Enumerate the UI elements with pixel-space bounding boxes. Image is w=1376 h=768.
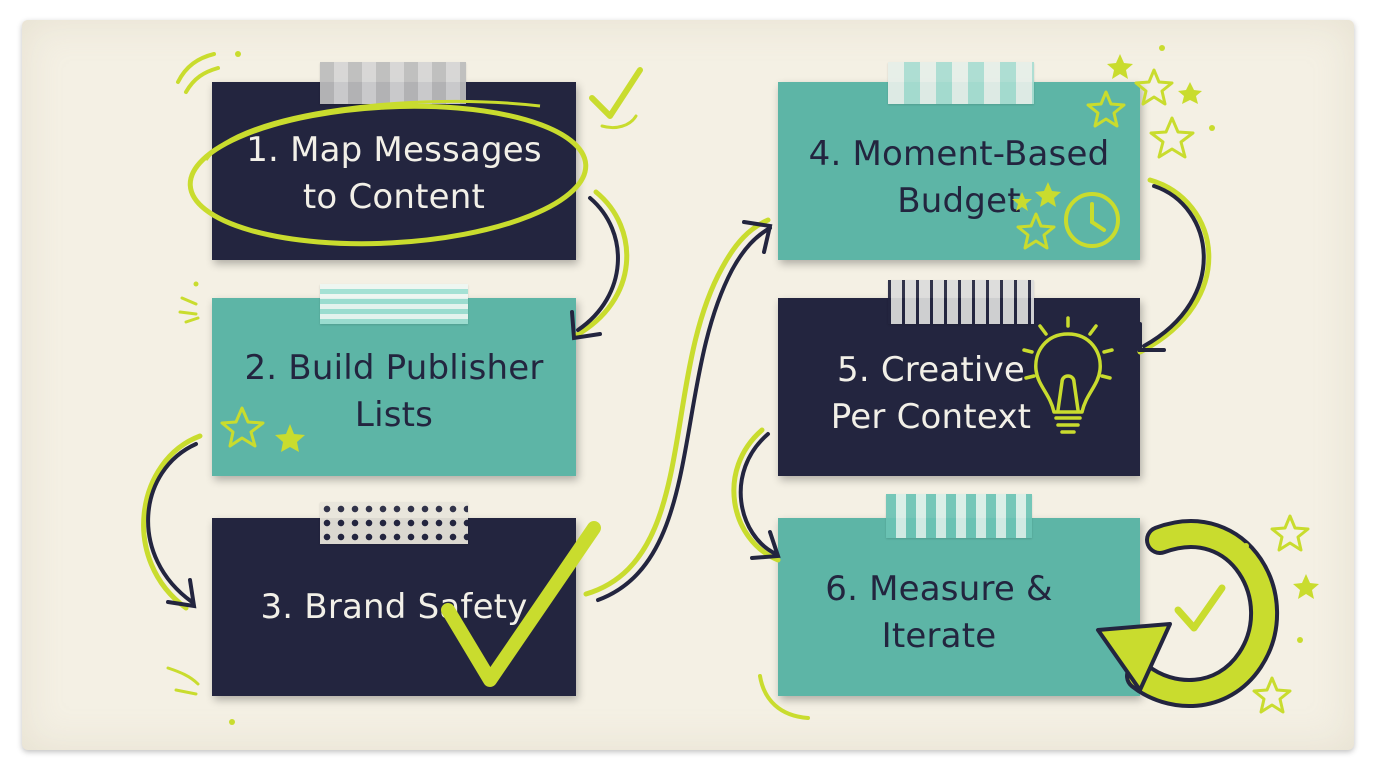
step-label-3: 3. Brand Safety [260, 586, 528, 627]
step-card-4: 4. Moment-Based Budget [778, 82, 1140, 260]
step-card-3: 3. Brand Safety [212, 518, 576, 696]
step-label-6: 6. Measure & Iterate [825, 569, 1053, 656]
washi-tape-4 [888, 62, 1034, 104]
step-card-6: 6. Measure & Iterate [778, 518, 1140, 696]
step-card-5: 5. Creative Per Context [778, 298, 1140, 476]
step-label-5: 5. Creative Per Context [830, 350, 1032, 437]
step-label-1: 1. Map Messages to Content [246, 130, 542, 217]
washi-tape-2 [320, 284, 468, 324]
step-label-2: 2. Build Publisher Lists [244, 348, 544, 435]
washi-tape-6 [886, 494, 1032, 538]
step-card-2: 2. Build Publisher Lists [212, 298, 576, 476]
step-label-4: 4. Moment-Based Budget [808, 134, 1110, 221]
washi-tape-5 [888, 280, 1034, 324]
washi-tape-3 [320, 502, 468, 544]
washi-tape-1 [320, 62, 466, 104]
step-card-1: 1. Map Messages to Content [212, 82, 576, 260]
